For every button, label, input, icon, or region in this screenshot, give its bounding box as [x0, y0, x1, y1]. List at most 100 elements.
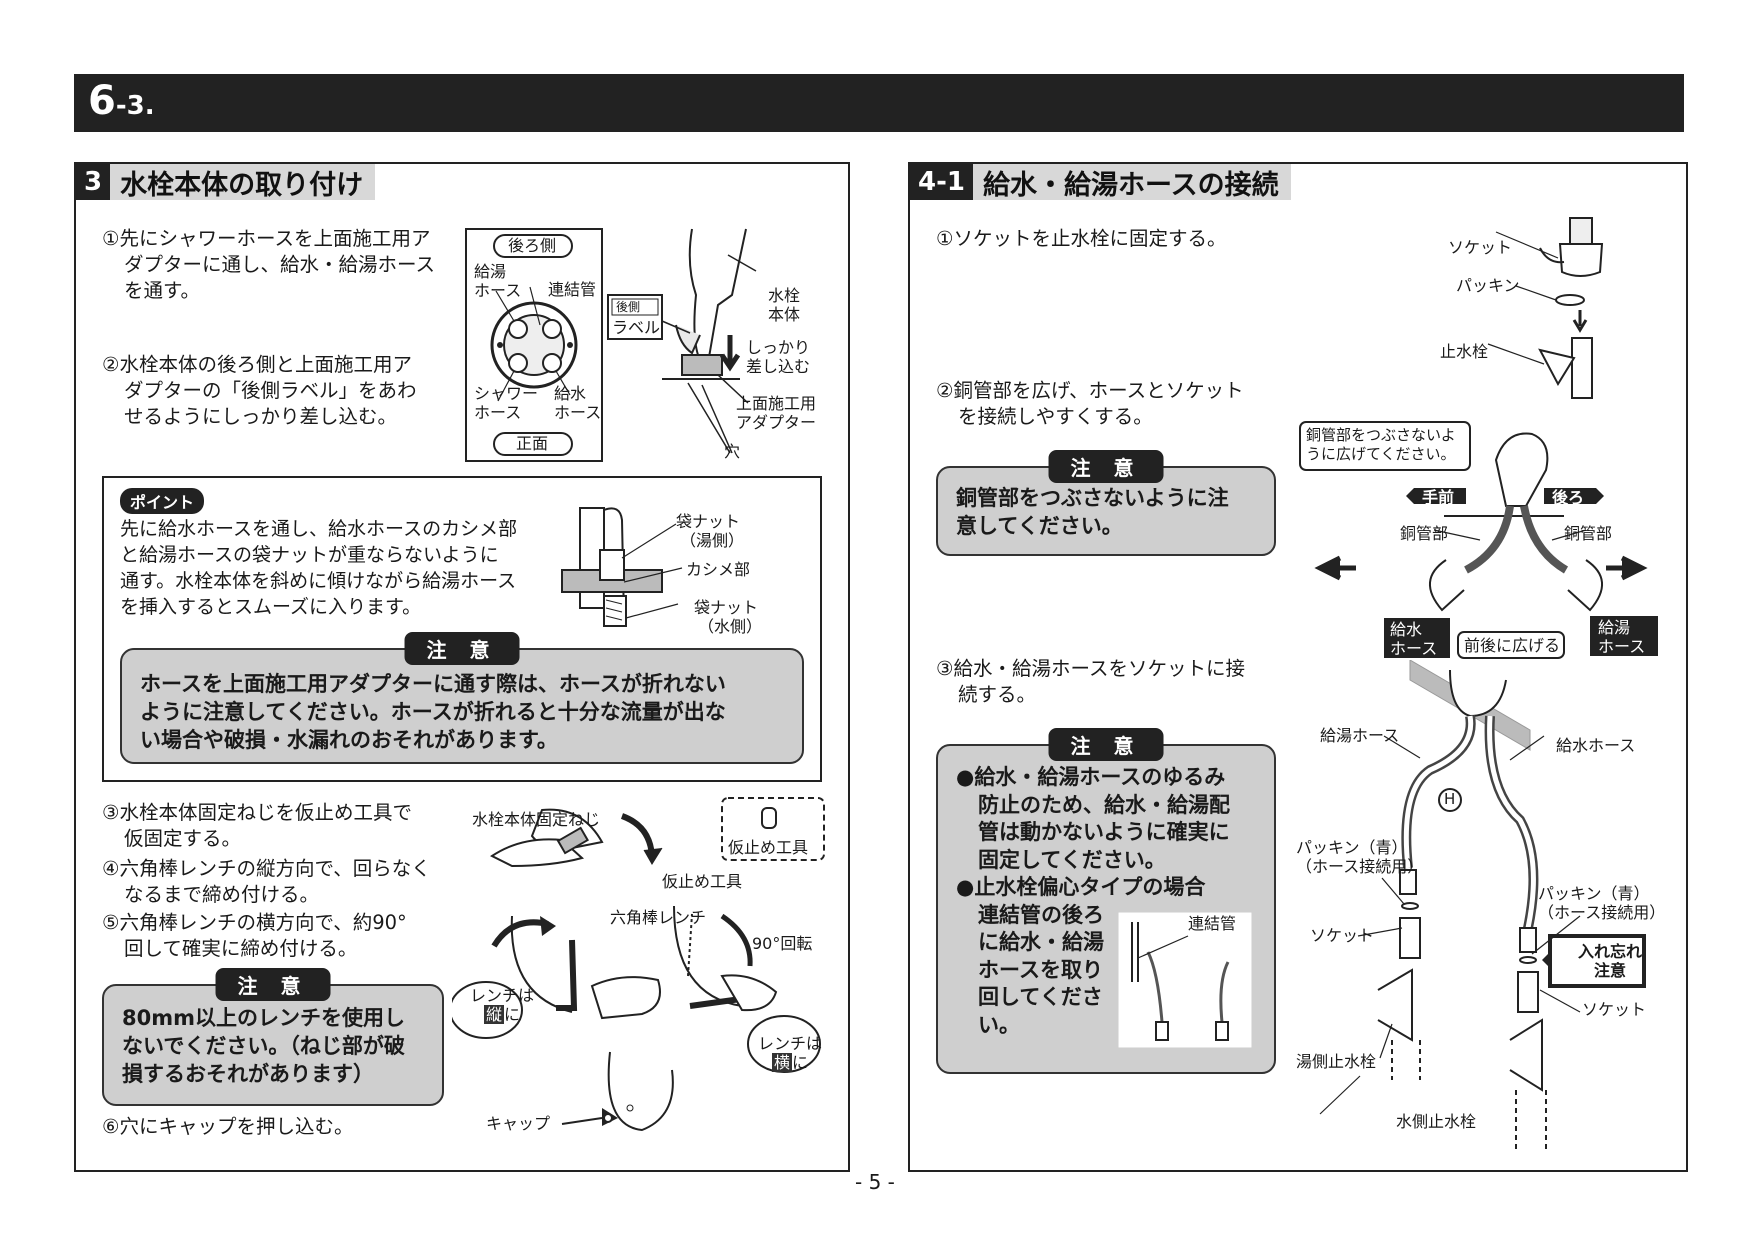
hex-wrench-vertical [556, 939, 578, 1011]
caution-tag: 注 意 [1048, 728, 1164, 761]
copper-note-box [1299, 421, 1471, 471]
temp-tool-box-label: 仮止め工具 [728, 838, 809, 857]
horizontal-callout [747, 1015, 821, 1073]
right-step-3: ③給水・給湯ホースをソケットに接続する。 [936, 657, 1246, 706]
wrench-vertical-label: レンチは 縦に [470, 986, 535, 1024]
forget-warning-box [1548, 934, 1646, 988]
left-caution-1: 注 意 ホースを上面施工用アダプターに通す際は、ホースが折れない ように注意して… [120, 632, 804, 764]
link-pipe-label-right: 連結管 [1188, 914, 1237, 933]
faucet-body-shape [1449, 669, 1507, 718]
socket-right-label: ソケット [1582, 1000, 1647, 1019]
back-label-box-title: 後側 [616, 300, 641, 314]
point-text: 先に給水ホースを通し、給水ホースのカシメ部 と給湯ホースの袋ナットが重ならないよ… [120, 518, 518, 618]
right-step-1: ①ソケットを止水栓に固定する。 [936, 227, 1227, 250]
push-arrow [719, 335, 741, 372]
cold-hose-label-right: 給水ホース [1556, 736, 1636, 755]
temp-tool-shape [556, 826, 589, 855]
hex-wrench-label: 六角棒レンチ [610, 908, 707, 927]
front-tag-label: 手前 [1422, 488, 1455, 507]
rotate-90-label: 90°回転 [752, 934, 813, 953]
page-number: - 5 - [855, 1170, 895, 1194]
socket-diagram [1487, 217, 1604, 399]
fixing-screw-label: 水栓本体固定ねじ [472, 810, 601, 829]
left-caution-2: 注 意 80mm以上のレンチを使用し ないでください。（ねじ部が破 損するおそれ… [102, 968, 444, 1106]
temp-tool-label: 仮止め工具 [662, 872, 743, 891]
caution-tag: 注 意 [404, 632, 520, 665]
packing-right-label: パッキン（青）（ホース接続用） [1538, 884, 1666, 922]
hose-nut-diagram [561, 507, 683, 627]
hot-hose-tag [1590, 616, 1658, 656]
temp-tool-inset [721, 797, 825, 861]
adapter-shape [681, 354, 723, 376]
front-badge [493, 432, 573, 456]
point-tag: ポイント [120, 488, 205, 514]
cold-hose-label: 給水ホース [554, 384, 602, 422]
left-step-6: ⑥穴にキャップを押し込む。 [102, 1115, 354, 1138]
back-label-box-text: ラベル [612, 318, 661, 337]
cold-nut-label: 袋ナット（水側） [694, 598, 763, 636]
spread-callout [1457, 631, 1565, 659]
back-tag [1544, 488, 1604, 504]
right-step-2: ②銅管部を広げ、ホースとソケットを接続しやすくする。 [936, 379, 1244, 428]
copper-note: 銅管部をつぶさないように広げてください。 [1306, 426, 1456, 463]
right-section-heading: 給水・給湯ホースの接続 [982, 169, 1279, 201]
forget-warning-label: 入れ忘れ注意 [1578, 942, 1643, 980]
back-tag-label: 後ろ [1552, 488, 1585, 507]
cold-hose-tag [1384, 618, 1450, 658]
adapter-label: 上面施工用アダプター [736, 394, 817, 432]
link-pipe-diagram [1118, 912, 1252, 1048]
turn-arrow-left [491, 919, 549, 948]
packing-label: パッキン [1456, 276, 1520, 295]
h-mark: H [1444, 790, 1456, 808]
shower-hose-label: シャワーホース [474, 384, 539, 422]
adapter-diagram [465, 228, 757, 462]
crimp-label: カシメ部 [686, 560, 751, 579]
stop-valve-label: 止水栓 [1440, 342, 1489, 361]
right-section-title: 4-1 給水・給湯ホースの接続 [910, 164, 1291, 201]
socket-left-label: ソケット [1310, 926, 1375, 945]
stop-valve-shape [1571, 337, 1593, 399]
right-caution-1: 注 意 銅管部をつぶさないように注 意してください。 [936, 450, 1276, 556]
copper-left-label: 銅管部 [1400, 524, 1449, 543]
hot-nut-label: 袋ナット（湯側） [676, 512, 745, 550]
left-section-heading: 水栓本体の取り付け [120, 169, 364, 201]
wrench-horizontal-label: レンチは 横に [758, 1034, 823, 1072]
left-section-title: 3 水栓本体の取り付け [76, 164, 376, 201]
hot-hose-tag-label: 給湯ホース [1598, 618, 1646, 656]
section-number: 6-3. [88, 78, 155, 124]
caution-tag: 注 意 [215, 968, 331, 1001]
back-side-label: 後ろ側 [508, 236, 557, 255]
copper-right-label: 銅管部 [1564, 524, 1613, 543]
faucet-body-label: 水栓本体 [768, 286, 801, 324]
left-step-4: ④六角棒レンチの縦方向で、回らなくなるまで締め付ける。 [102, 857, 431, 906]
cold-hose-tag-label: 給水ホース [1390, 620, 1438, 658]
push-in-label: しっかり差し込む [746, 338, 811, 376]
hot-hose-label: 給湯ホース [474, 262, 522, 300]
hot-nut [599, 549, 625, 581]
left-section-number: 3 [76, 164, 111, 200]
right-caution-2: 注 意 ●給水・給湯ホースのゆるみ 防止のため、給水・給湯配 管は動かないように… [936, 728, 1276, 1074]
right-section-number: 4-1 [910, 164, 973, 200]
front-label: 正面 [516, 434, 549, 453]
section-header-bar: 6-3. [74, 74, 1684, 132]
left-step-1: ①先にシャワーホースを上面施工用ア ダプターに通し、給水・給湯ホース を通す。 [102, 227, 436, 302]
wrench-diagram [452, 797, 825, 1132]
left-step-2: ②水栓本体の後ろ側と上面施工用ア ダプターの「後側ラベル」をあわ せるようにしっ… [102, 353, 417, 428]
adapter-view-frame [465, 228, 603, 462]
hot-hose-label-right: 給湯ホース [1320, 726, 1400, 745]
hole-label: 穴 [724, 442, 741, 461]
cold-valve-label: 水側止水栓 [1396, 1112, 1477, 1131]
faucet-body-shape [688, 228, 747, 365]
packing-shape [1555, 294, 1585, 306]
cap-label: キャップ [486, 1114, 551, 1133]
copper-spread-diagram [1299, 421, 1658, 659]
front-tag [1406, 488, 1466, 504]
packing-left-label: パッキン（青）（ホース接続用） [1296, 838, 1424, 876]
hose-connection-diagram [1319, 660, 1646, 1150]
hot-valve-label: 湯側止水栓 [1296, 1052, 1377, 1071]
faucet-bottom-shape [1494, 432, 1549, 507]
point-box: ポイント [102, 476, 822, 782]
socket-label: ソケット [1448, 238, 1513, 257]
socket-shape [1558, 243, 1604, 277]
left-step-3: ③水栓本体固定ねじを仮止め工具で仮固定する。 [102, 801, 412, 850]
